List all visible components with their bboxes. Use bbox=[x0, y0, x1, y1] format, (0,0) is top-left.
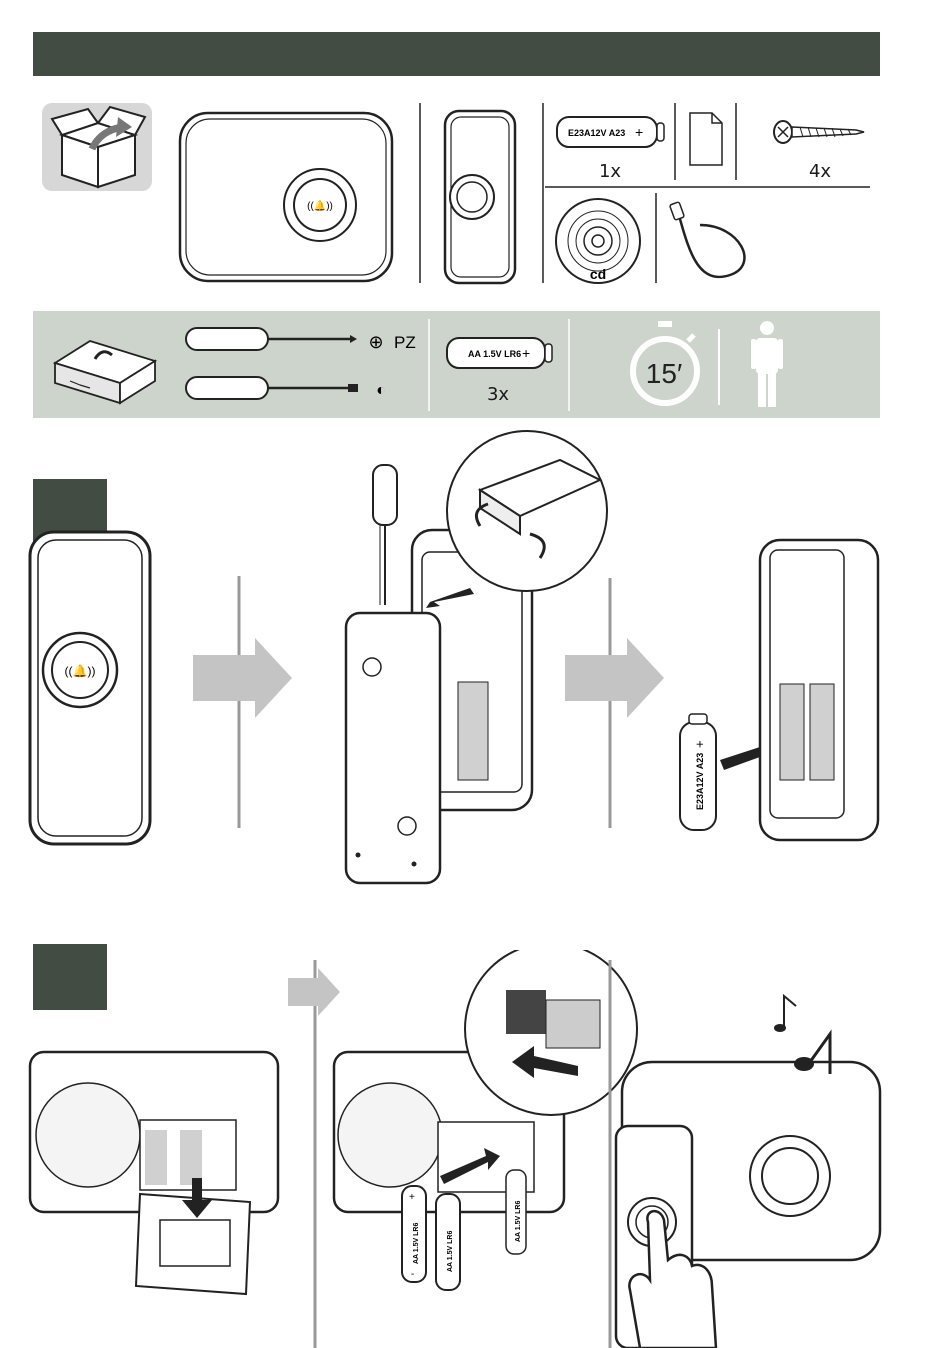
open-box-icon bbox=[42, 103, 152, 191]
chime-back-open bbox=[30, 1052, 278, 1212]
pz-symbol: ⊕ bbox=[368, 332, 383, 352]
flat-symbol: ◐ bbox=[376, 382, 386, 399]
cd-label: cd bbox=[590, 266, 606, 282]
step2-aa-label-2: AA 1.5V LR6 bbox=[447, 1231, 454, 1272]
time-value: 15′ bbox=[646, 358, 682, 389]
push-button-illustration bbox=[445, 111, 515, 283]
drill-guide-icon bbox=[55, 341, 155, 403]
aa-battery-plus: + bbox=[522, 345, 530, 361]
flat-screwdriver-prying bbox=[373, 465, 397, 605]
chime-battery-plus: + bbox=[635, 124, 643, 140]
step1-battery-label: E23A12V A23 bbox=[695, 753, 705, 810]
aa-battery-label: AA 1.5V LR6 bbox=[468, 349, 521, 359]
step-arrow-1 bbox=[193, 638, 292, 718]
step2-minus: - bbox=[411, 1269, 414, 1280]
aa-battery-qty: 3x bbox=[487, 384, 509, 405]
chime-unit-illustration: ((🔔)) bbox=[180, 113, 392, 281]
svg-text:((🔔)): ((🔔)) bbox=[307, 200, 333, 212]
step1-battery-plus: + bbox=[692, 740, 707, 748]
manual-leaflet-icon bbox=[690, 113, 722, 165]
push-button-back-cover bbox=[346, 613, 440, 883]
screw-icon bbox=[774, 121, 864, 143]
chime-battery-label: E23A12V A23 bbox=[568, 128, 625, 138]
step2-aa-label-1: AA 1.5V LR6 bbox=[413, 1223, 420, 1264]
person-icon bbox=[751, 321, 783, 407]
step-2-illustration: AA 1.5V LR6 AA 1.5V LR6 AA 1.5V LR6 + - bbox=[0, 950, 950, 1348]
pz-screwdriver-icon bbox=[186, 328, 357, 350]
step2-plus: + bbox=[409, 1192, 415, 1203]
package-contents: ((🔔)) E23A12V A23 + 1x 4x cd bbox=[0, 95, 950, 295]
push-button-front: ((🔔)) bbox=[30, 532, 150, 844]
chime-battery-qty: 1x bbox=[599, 161, 621, 182]
tools-requirements: ⊕ PZ ◐ AA 1.5V LR6 + 3x 15′ bbox=[0, 311, 950, 418]
step-arrow-2 bbox=[565, 638, 664, 718]
flat-screwdriver-icon bbox=[186, 377, 358, 399]
screw-qty: 4x bbox=[809, 161, 831, 182]
step-1-illustration: ((🔔)) E23A12V A23 + bbox=[0, 430, 950, 900]
usb-cable-icon bbox=[670, 202, 745, 277]
step2-aa-label-3: AA 1.5V LR6 bbox=[515, 1201, 522, 1242]
svg-text:((🔔)): ((🔔)) bbox=[65, 664, 96, 678]
pz-label: PZ bbox=[394, 333, 416, 352]
push-button-open-housing-right bbox=[760, 540, 878, 840]
zoom-detail-prying bbox=[447, 431, 607, 591]
header-bar bbox=[33, 32, 880, 76]
